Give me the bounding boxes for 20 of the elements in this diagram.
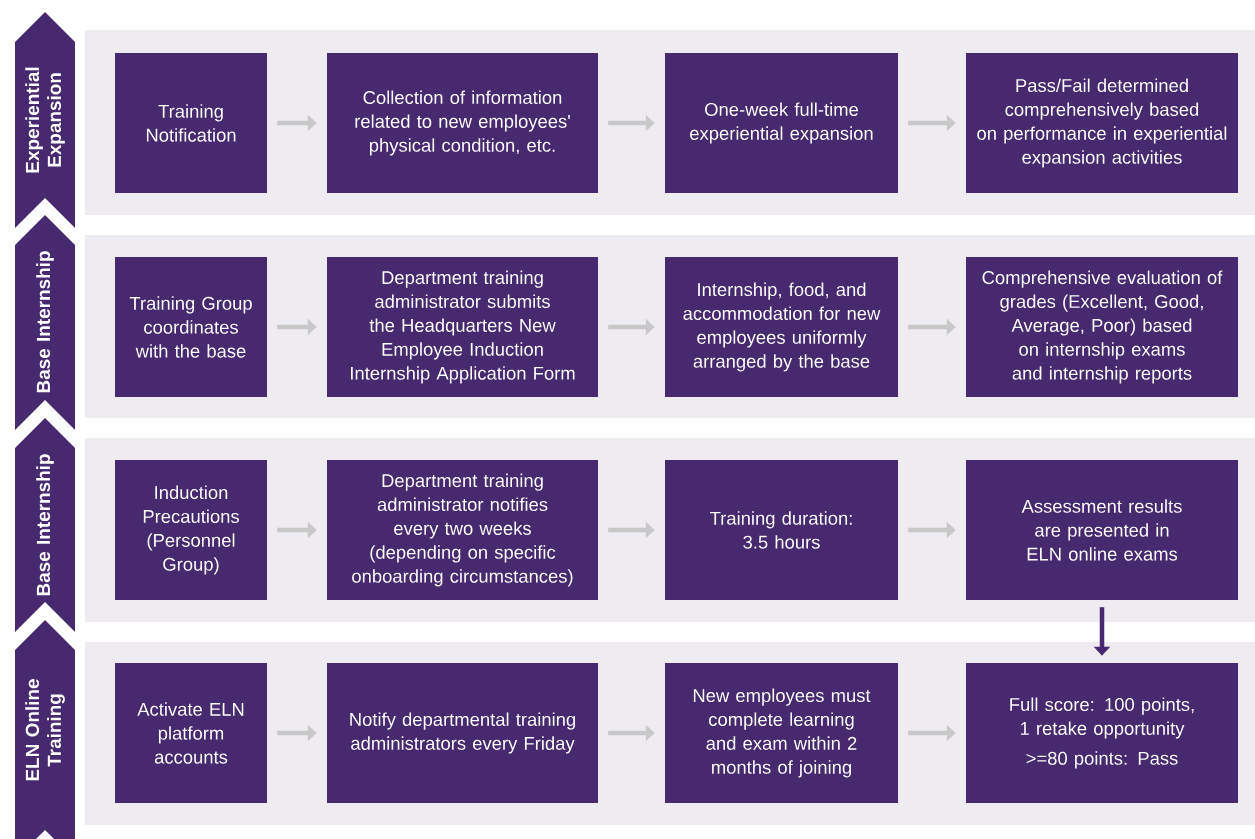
process-box: One-week full-time experiential expansion — [665, 53, 898, 193]
process-box: Department training administrator submits the Headquarters New Employee Induction Internship Application Form — [327, 257, 598, 397]
process-box: Activate ELN platform accounts — [115, 663, 267, 803]
chevron-label: Base Internship — [15, 215, 75, 430]
process-box: Training Notification — [115, 53, 267, 193]
process-box: Training duration: 3.5 hours — [665, 460, 898, 600]
process-box: Assessment results are presented in ELN online exams — [966, 460, 1238, 600]
process-box: Collection of information related to new employees' physical condition, etc. — [327, 53, 598, 193]
process-box: Internship, food, and accommodation for new employees uniformly arranged by the base — [665, 257, 898, 397]
process-box: New employees must complete learning and exam within 2 months of joining — [665, 663, 898, 803]
chevron-label: Base Internship — [15, 418, 75, 632]
process-box: Comprehensive evaluation of grades (Excellent, Good, Average, Poor) based on internship exams and internship reports — [966, 257, 1238, 397]
process-box: Pass/Fail determined comprehensively based on performance in experiential expansion activities — [966, 53, 1238, 193]
chevron-label: ELN Online Training — [15, 620, 75, 839]
process-box: Notify departmental training administrators every Friday — [327, 663, 598, 803]
process-box: Full score: 100 points, 1 retake opportunity >=80 points: Pass — [966, 663, 1238, 803]
process-box: Training Group coordinates with the base — [115, 257, 267, 397]
chevron-label: Experiential Expansion — [15, 12, 75, 228]
process-box: Department training administrator notifies every two weeks (depending on specific onboarding circumstances) — [327, 460, 598, 600]
process-box: Induction Precautions (Personnel Group) — [115, 460, 267, 600]
